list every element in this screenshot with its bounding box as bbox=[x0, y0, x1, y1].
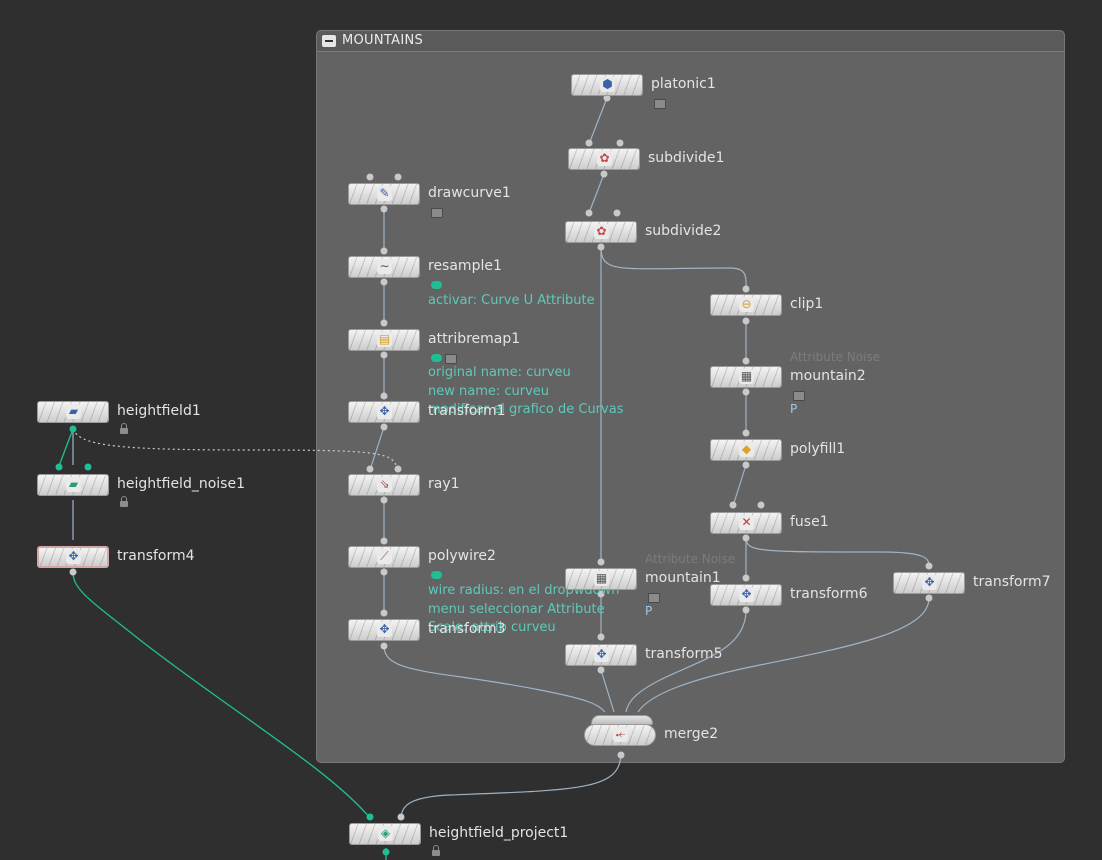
ray-icon: ⇘ bbox=[377, 477, 392, 492]
node-label[interactable]: transform5 bbox=[645, 646, 723, 662]
heightfield-input-port bbox=[366, 813, 374, 821]
wave-icon: ∼ bbox=[377, 259, 392, 274]
node-label[interactable]: heightfield1 bbox=[117, 403, 201, 419]
node-label[interactable]: transform6 bbox=[790, 586, 868, 602]
node-label[interactable]: fuse1 bbox=[790, 514, 829, 530]
node-label[interactable]: subdivide1 bbox=[648, 150, 725, 166]
transform-icon: ✥ bbox=[922, 575, 937, 590]
node-comment: original name: curveu new name: curveu m… bbox=[428, 364, 623, 420]
heightfield-input-port bbox=[55, 463, 63, 471]
heightfield-output-port bbox=[382, 848, 390, 856]
heightfield-icon: ▰ bbox=[66, 404, 81, 419]
heightfield-output-port bbox=[69, 425, 77, 433]
transform-icon: ✥ bbox=[739, 587, 754, 602]
polyfill-icon: ◆ bbox=[739, 442, 754, 457]
subdivide-icon: ✿ bbox=[594, 224, 609, 239]
node-label[interactable]: ray1 bbox=[428, 476, 460, 492]
mountain-icon: ▦ bbox=[739, 369, 754, 384]
collapse-icon[interactable] bbox=[322, 35, 336, 47]
transform-icon: ✥ bbox=[594, 647, 609, 662]
clip-icon: ⊖ bbox=[739, 297, 754, 312]
mountain-icon: ▦ bbox=[594, 571, 609, 586]
node-faded-label: Attribute Noise bbox=[790, 350, 881, 364]
comment-line: new name: curveu bbox=[428, 383, 550, 399]
node-comment: wire radius: en el dropwdown menu selecc… bbox=[428, 582, 619, 638]
heightfield-wire bbox=[58, 428, 74, 467]
transform-icon: ✥ bbox=[377, 622, 392, 637]
output-port bbox=[69, 568, 77, 576]
platonic-solid-icon: ⬢ bbox=[600, 77, 615, 92]
node-label[interactable]: transform7 bbox=[973, 574, 1051, 590]
transform-icon: ✥ bbox=[377, 404, 392, 419]
lock-icon[interactable] bbox=[120, 423, 128, 434]
node-label[interactable]: platonic1 bbox=[651, 76, 716, 92]
transform-icon: ✥ bbox=[66, 549, 81, 564]
polywire-icon: ⟋ bbox=[377, 549, 392, 564]
network-box-header[interactable]: MOUNTAINS bbox=[317, 31, 1064, 52]
attribute-remap-icon: ▤ bbox=[377, 332, 392, 347]
heightfield-noise-icon: ▰ bbox=[66, 477, 81, 492]
comment-line: menu seleccionar Attribute bbox=[428, 601, 605, 617]
display-flag-icon bbox=[648, 593, 660, 603]
lock-icon[interactable] bbox=[432, 845, 440, 856]
heightfield-project-icon: ◈ bbox=[378, 826, 393, 841]
display-flag-icon bbox=[793, 391, 805, 401]
comment-line: modificar el grafico de Curvas bbox=[428, 402, 624, 417]
display-flag-icon bbox=[654, 99, 666, 109]
comment-line: original name: curveu bbox=[428, 365, 571, 380]
lock-icon[interactable] bbox=[120, 496, 128, 507]
node-label[interactable]: merge2 bbox=[664, 726, 719, 742]
comment-icon[interactable] bbox=[431, 571, 442, 579]
node-label[interactable]: transform1 bbox=[428, 403, 506, 419]
heightfield-input-port bbox=[84, 463, 92, 471]
node-label[interactable]: transform4 bbox=[117, 548, 195, 564]
comment-icon[interactable] bbox=[431, 354, 442, 362]
subdivide-icon: ✿ bbox=[597, 151, 612, 166]
merge-icon: ⤝ bbox=[613, 727, 628, 742]
comment-line: Scale: attrib curveu bbox=[428, 620, 556, 635]
node-label[interactable]: resample1 bbox=[428, 258, 502, 274]
node-label[interactable]: drawcurve1 bbox=[428, 185, 511, 201]
input-port bbox=[397, 813, 405, 821]
display-flag-icon bbox=[431, 208, 443, 218]
node-attribute-label: P bbox=[790, 402, 798, 416]
node-label[interactable]: clip1 bbox=[790, 296, 824, 312]
node-label[interactable]: attribremap1 bbox=[428, 331, 521, 347]
node-attribute-label: P bbox=[645, 604, 653, 618]
node-label[interactable]: transform3 bbox=[428, 621, 506, 637]
node-faded-label: Attribute Noise bbox=[645, 552, 736, 566]
display-flag-icon bbox=[445, 354, 457, 364]
node-label[interactable]: mountain2 bbox=[790, 368, 866, 384]
comment-icon[interactable] bbox=[431, 281, 442, 289]
node-label[interactable]: heightfield_project1 bbox=[429, 825, 569, 841]
network-box-title: MOUNTAINS bbox=[342, 33, 424, 48]
node-label[interactable]: mountain1 bbox=[645, 570, 721, 586]
node-label[interactable]: subdivide2 bbox=[645, 223, 722, 239]
node-label[interactable]: polywire2 bbox=[428, 548, 496, 564]
pen-curve-icon: ✎ bbox=[377, 186, 392, 201]
fuse-icon: ✕ bbox=[739, 515, 754, 530]
node-comment: activar: Curve U Attribute bbox=[428, 293, 595, 308]
node-label[interactable]: polyfill1 bbox=[790, 441, 846, 457]
node-label[interactable]: heightfield_noise1 bbox=[117, 476, 245, 492]
